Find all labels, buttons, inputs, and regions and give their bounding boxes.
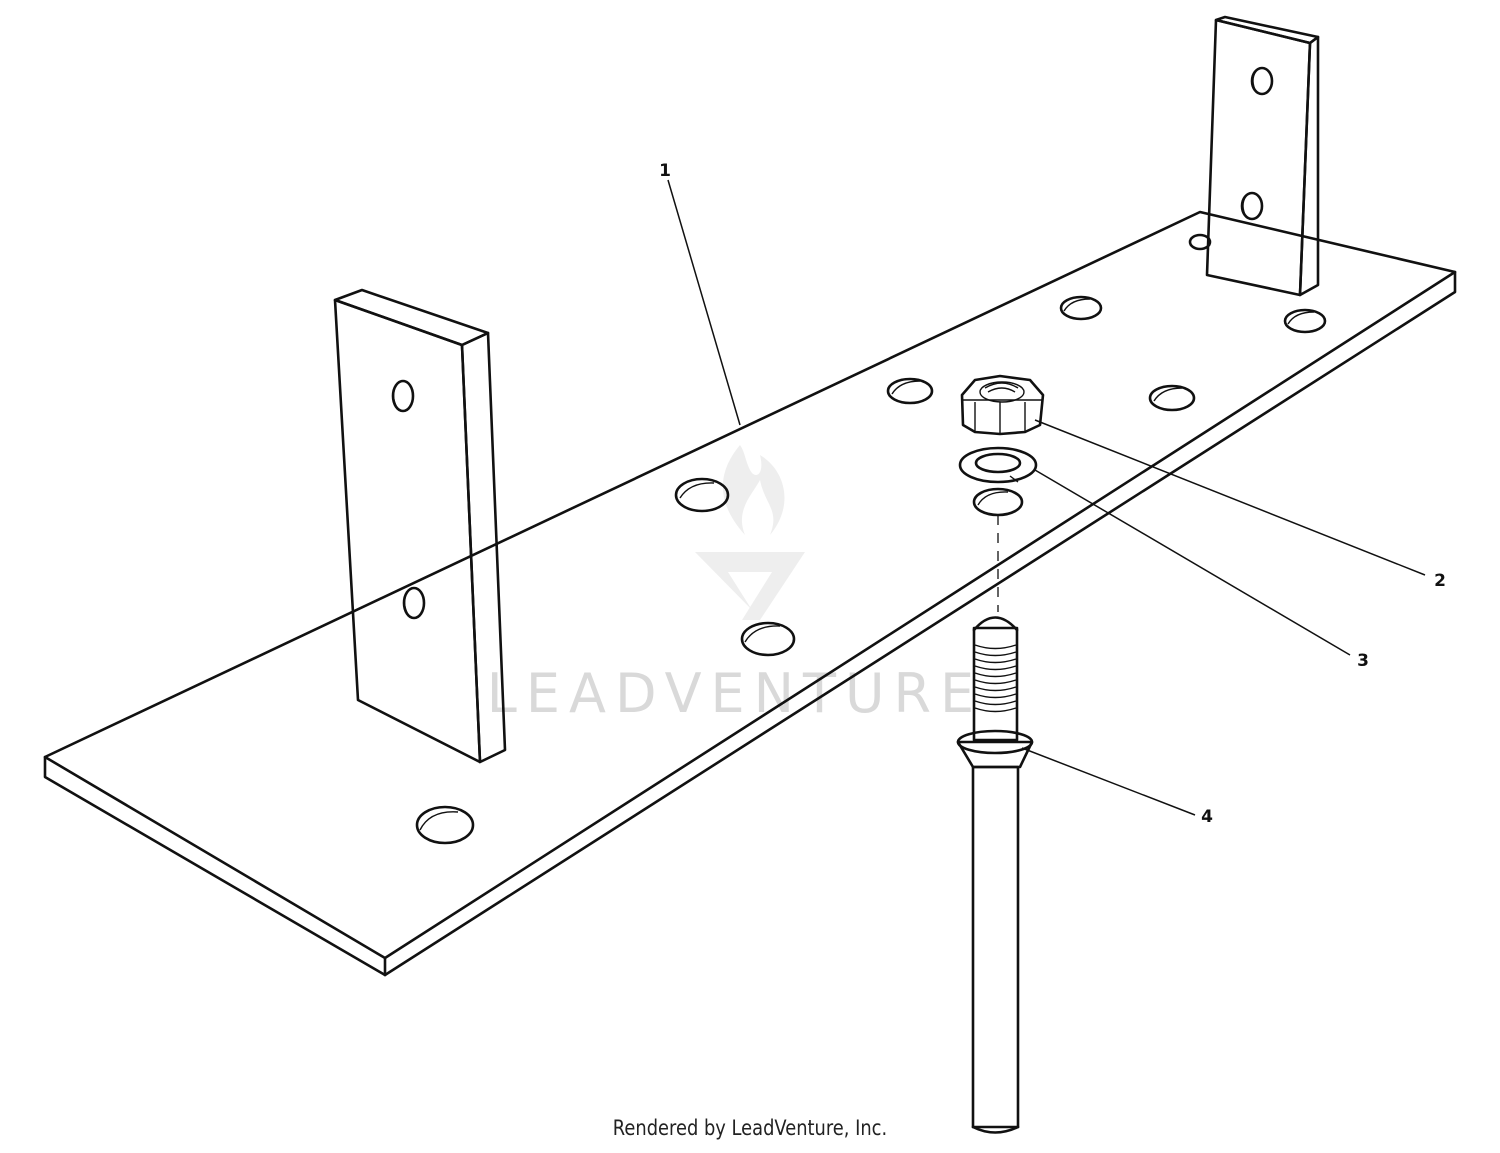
plate-hole xyxy=(674,477,730,513)
upright-hole xyxy=(1250,66,1274,96)
upright-hole xyxy=(391,379,415,413)
plate-holes xyxy=(415,233,1327,845)
base-plate xyxy=(43,210,1457,977)
plate-hole xyxy=(1059,295,1103,321)
hex-nut xyxy=(960,374,1045,436)
leader-line-4 xyxy=(1021,747,1196,816)
plate-hole xyxy=(740,621,796,657)
upright-hole xyxy=(1240,191,1264,221)
plate-hole xyxy=(1283,308,1327,334)
plate-hole xyxy=(972,487,1024,517)
callout-1: 1 xyxy=(659,161,671,181)
plate-hole xyxy=(886,377,934,405)
plate-hole xyxy=(1188,233,1212,251)
leader-line-2 xyxy=(1034,419,1426,576)
leadventure-watermark-logo xyxy=(695,445,805,620)
left-upright-plate xyxy=(333,288,507,764)
upright-hole xyxy=(402,586,426,620)
leader-line-1 xyxy=(667,179,741,426)
plate-hole xyxy=(415,805,475,845)
right-upright-plate xyxy=(1205,15,1320,297)
plate-hole xyxy=(1148,384,1196,412)
callout-2: 2 xyxy=(1434,571,1446,591)
watermark-text: LEADVENTURE xyxy=(487,662,983,725)
leader-line-3 xyxy=(1034,469,1351,656)
threaded-stud xyxy=(956,616,1034,1134)
callout-4: 4 xyxy=(1201,807,1213,827)
callout-3: 3 xyxy=(1357,651,1369,671)
footer-credit: Rendered by LeadVenture, Inc. xyxy=(612,1116,888,1140)
lock-washer xyxy=(958,446,1038,484)
